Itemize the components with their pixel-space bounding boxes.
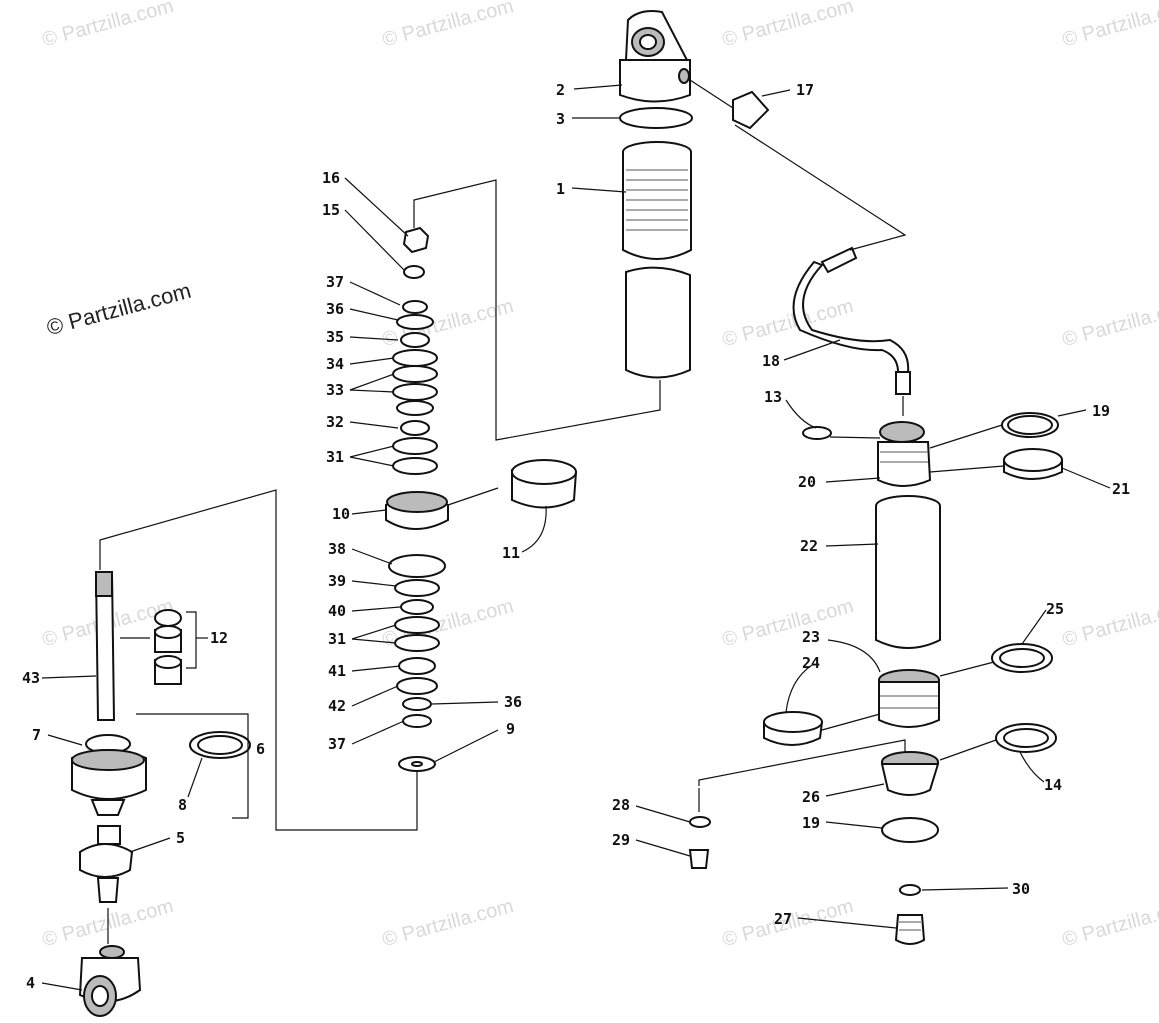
screw-part-29 xyxy=(688,788,710,869)
callout-31b: 31 xyxy=(328,630,346,648)
shock-body-part-1 xyxy=(622,141,692,379)
callout-32: 32 xyxy=(326,413,344,431)
plug-part-27 xyxy=(894,914,926,945)
washer-part-30 xyxy=(899,884,921,896)
callout-23: 23 xyxy=(802,628,820,646)
eyelet-part-4 xyxy=(78,945,142,1017)
callout-14: 14 xyxy=(1044,776,1062,794)
callout-11: 11 xyxy=(502,544,520,562)
washer-part-28 xyxy=(689,816,711,828)
callout-37b: 37 xyxy=(328,735,346,753)
callout-19b: 19 xyxy=(802,814,820,832)
shock-eyelet-part-2 xyxy=(619,10,691,103)
callout-8: 8 xyxy=(178,796,187,814)
callout-17: 17 xyxy=(796,81,814,99)
callout-34: 34 xyxy=(326,355,344,373)
callout-15: 15 xyxy=(322,201,340,219)
seal-head-part-7 xyxy=(71,734,147,816)
callout-4: 4 xyxy=(26,974,35,992)
callout-30: 30 xyxy=(1012,880,1030,898)
callout-36: 36 xyxy=(326,300,344,318)
fitting-part-17 xyxy=(689,79,770,130)
callout-29: 29 xyxy=(612,831,630,849)
o-ring-part-3 xyxy=(619,107,693,129)
callout-41: 41 xyxy=(328,662,346,680)
o-ring-part-19-top xyxy=(1001,412,1059,438)
callout-36b: 36 xyxy=(504,693,522,711)
callout-18: 18 xyxy=(762,352,780,370)
bump-stop-part-5 xyxy=(79,825,134,944)
callout-24: 24 xyxy=(802,654,820,672)
callout-5: 5 xyxy=(176,829,185,847)
callout-27: 27 xyxy=(774,910,792,928)
callout-37: 37 xyxy=(326,273,344,291)
floating-piston-part-23 xyxy=(878,669,940,728)
o-ring-part-25 xyxy=(991,643,1053,673)
callout-7: 7 xyxy=(32,726,41,744)
reservoir-cap-part-20 xyxy=(877,421,932,487)
callout-21: 21 xyxy=(1112,480,1130,498)
callout-22: 22 xyxy=(800,537,818,555)
callout-42: 42 xyxy=(328,697,346,715)
callout-6: 6 xyxy=(256,740,265,758)
callout-31: 31 xyxy=(326,448,344,466)
callout-9: 9 xyxy=(506,720,515,738)
callout-33: 33 xyxy=(326,381,344,399)
piston-ring-part-11 xyxy=(511,459,578,509)
callout-38: 38 xyxy=(328,540,346,558)
callout-2: 2 xyxy=(556,81,565,99)
bushings-part-12 xyxy=(120,609,208,685)
callout-12: 12 xyxy=(210,629,228,647)
shaft-part-43 xyxy=(94,571,116,721)
callout-labels: 2 3 1 17 16 15 37 36 35 34 33 32 31 10 1… xyxy=(22,81,1130,992)
callout-39: 39 xyxy=(328,572,346,590)
ring-part-21 xyxy=(1003,448,1063,480)
callout-28: 28 xyxy=(612,796,630,814)
callout-25: 25 xyxy=(1046,600,1064,618)
hose-part-18 xyxy=(734,124,911,416)
callout-19: 19 xyxy=(1092,402,1110,420)
o-ring-part-8 xyxy=(136,713,251,819)
callout-3: 3 xyxy=(556,110,565,128)
callout-40: 40 xyxy=(328,602,346,620)
callout-10: 10 xyxy=(332,505,350,523)
callout-20: 20 xyxy=(798,473,816,491)
washer-part-13 xyxy=(802,426,832,440)
callout-1: 1 xyxy=(556,180,565,198)
reservoir-tube-part-22 xyxy=(875,495,941,649)
end-cap-part-26 xyxy=(880,751,940,796)
callout-35: 35 xyxy=(326,328,344,346)
callout-13: 13 xyxy=(764,388,782,406)
o-ring-part-14 xyxy=(995,723,1057,753)
snap-ring-part-19-lower xyxy=(881,817,939,843)
callout-43: 43 xyxy=(22,669,40,687)
leader-lines xyxy=(41,84,1111,991)
callout-26: 26 xyxy=(802,788,820,806)
ring-part-24 xyxy=(763,711,824,746)
callout-16: 16 xyxy=(322,169,340,187)
piston-stack xyxy=(385,226,449,772)
